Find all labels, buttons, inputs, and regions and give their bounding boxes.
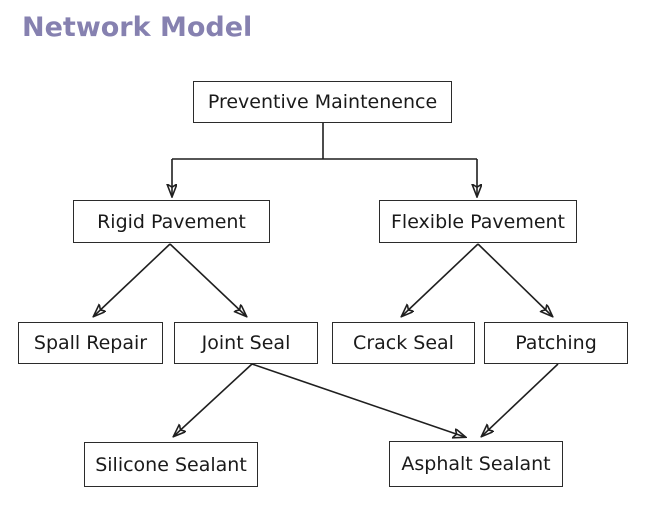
node-crack-seal: Crack Seal [332, 322, 475, 364]
connector-flexible-to-patching [477, 243, 552, 316]
node-label: Spall Repair [33, 332, 148, 354]
node-label: Patching [515, 332, 597, 354]
node-flexible-pavement: Flexible Pavement [379, 200, 577, 243]
node-joint-seal: Joint Seal [174, 322, 318, 364]
node-label: Joint Seal [201, 332, 291, 354]
node-label: Crack Seal [353, 332, 454, 354]
node-label: Rigid Pavement [97, 210, 246, 233]
node-label: Silicone Sealant [95, 453, 247, 476]
connector-patching-to-asphalt [482, 363, 559, 436]
connector-joint-to-asphalt [251, 363, 465, 437]
node-label: Preventive Maintenence [207, 91, 438, 113]
node-asphalt-sealant: Asphalt Sealant [389, 441, 563, 487]
connector-rigid-to-spall [94, 243, 171, 316]
connector-flexible-to-crack [402, 243, 479, 316]
node-preventive-maintenance: Preventive Maintenence [193, 81, 452, 123]
node-patching: Patching [484, 322, 628, 364]
connector-rigid-to-joint [169, 243, 246, 316]
node-label: Asphalt Sealant [401, 453, 551, 475]
page-title: Network Model [22, 12, 253, 43]
node-rigid-pavement: Rigid Pavement [73, 200, 270, 243]
node-silicone-sealant: Silicone Sealant [84, 442, 258, 487]
node-label: Flexible Pavement [390, 210, 566, 233]
node-spall-repair: Spall Repair [18, 322, 163, 364]
connector-joint-to-silicone [174, 363, 253, 436]
